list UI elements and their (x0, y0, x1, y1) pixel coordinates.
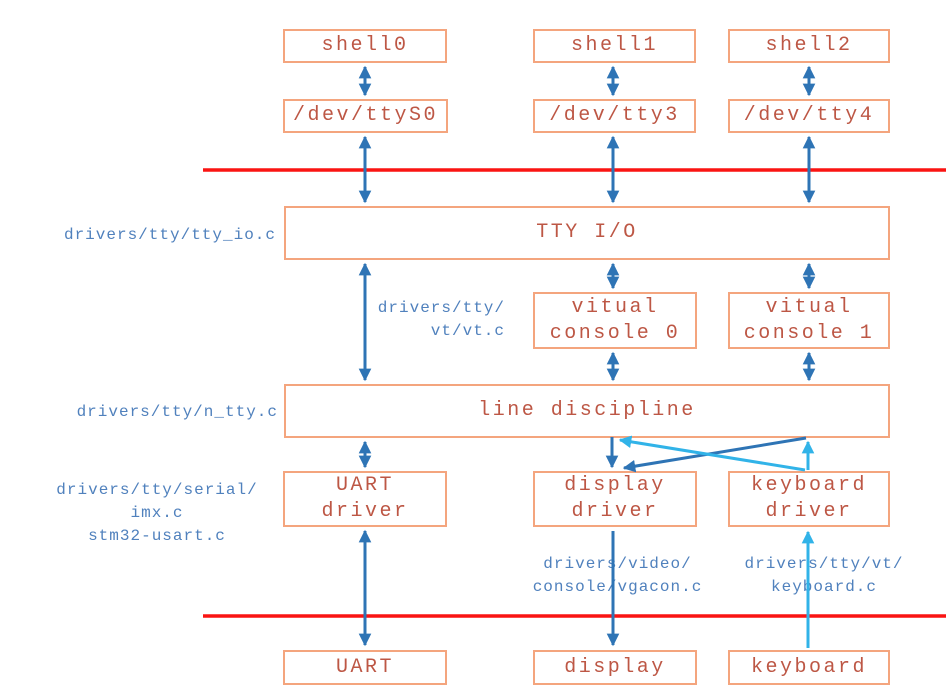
node-uart-driver-line2: driver (321, 500, 409, 523)
file-label-tty-io-line1: drivers/tty/tty_io.c (63, 226, 276, 244)
node-dev-tty3-label: /dev/tty3 (549, 104, 680, 127)
node-tty-io: TTY I/O (284, 206, 890, 260)
file-label-serial: drivers/tty/serial/ imx.c stm32-usart.c (17, 479, 297, 548)
arrow-keyboard_driver-to-line_discipline_diagonal (618, 435, 806, 472)
node-display-hardware-label: display (564, 655, 666, 679)
node-keyboard-hardware-label: keyboard (750, 655, 867, 679)
file-label-vt-line2: vt/vt.c (430, 322, 505, 340)
node-shell0: shell0 (283, 29, 447, 63)
node-display-driver-line1: display (564, 474, 666, 497)
node-dev-tty4-label: /dev/tty4 (743, 104, 875, 127)
node-line-discipline-label: line discipline (478, 399, 696, 422)
node-virtual-console-0-line2: console 0 (549, 321, 681, 345)
file-label-vgacon: drivers/video/ console/vgacon.c (500, 553, 735, 599)
node-keyboard-driver-line2: driver (765, 500, 853, 523)
node-uart-driver: UART driver (283, 471, 447, 527)
node-shell1-label: shell1 (570, 34, 658, 57)
file-label-vt: drivers/tty/ vt/vt.c (330, 297, 505, 343)
node-line-discipline: line discipline (284, 384, 890, 438)
node-display-hardware: display (533, 650, 697, 685)
node-virtual-console-1-line2: console 1 (743, 321, 875, 345)
node-virtual-console-0: vitual console 0 (533, 292, 697, 349)
node-keyboard-hardware: keyboard (728, 650, 890, 685)
node-dev-tty4: /dev/tty4 (728, 99, 890, 133)
node-dev-ttys0: /dev/ttyS0 (283, 99, 448, 133)
file-label-vgacon-line2: console/vgacon.c (532, 578, 703, 596)
node-shell0-label: shell0 (321, 34, 409, 57)
node-uart-hardware: UART (283, 650, 447, 685)
file-label-keyboard-line2: keyboard.c (770, 578, 877, 596)
node-virtual-console-1-line1: vitual (765, 295, 853, 319)
node-virtual-console-0-line1: vitual (571, 295, 659, 319)
file-label-vgacon-line1: drivers/video/ (543, 555, 692, 573)
node-uart-hardware-label: UART (335, 655, 394, 679)
file-label-keyboard-line1: drivers/tty/vt/ (744, 555, 904, 573)
node-tty-io-label: TTY I/O (536, 221, 638, 244)
node-display-driver: display driver (533, 471, 697, 527)
node-display-driver-line2: driver (571, 500, 659, 523)
file-label-serial-line1: drivers/tty/serial/ (56, 481, 258, 499)
file-label-tty-io: drivers/tty/tty_io.c (0, 224, 276, 247)
file-label-serial-line2: imx.c (130, 504, 184, 522)
file-label-vt-line1: drivers/tty/ (377, 299, 505, 317)
node-dev-ttys0-label: /dev/ttyS0 (292, 104, 439, 127)
node-keyboard-driver: keyboard driver (728, 471, 890, 527)
file-label-keyboard: drivers/tty/vt/ keyboard.c (705, 553, 943, 599)
node-dev-tty3: /dev/tty3 (533, 99, 696, 133)
node-keyboard-driver-line1: keyboard (750, 474, 867, 497)
file-label-n-tty: drivers/tty/n_tty.c (0, 401, 278, 424)
file-label-serial-line3: stm32-usart.c (88, 527, 226, 545)
node-virtual-console-1: vitual console 1 (728, 292, 890, 349)
arrow-line_discipline-to-display_driver_diagonal (622, 436, 807, 473)
file-label-n-tty-line1: drivers/tty/n_tty.c (76, 403, 278, 421)
node-shell1: shell1 (533, 29, 696, 63)
node-shell2-label: shell2 (765, 34, 853, 57)
node-uart-driver-line1: UART (335, 474, 394, 497)
node-shell2: shell2 (728, 29, 890, 63)
